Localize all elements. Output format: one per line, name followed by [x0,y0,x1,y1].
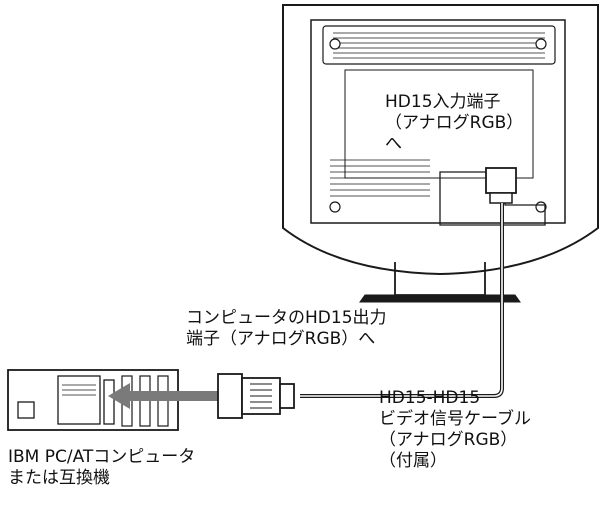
monitor-input-plug [489,192,513,204]
monitor-input-label-line: （アナログRGB） [385,113,524,133]
vent-slots-mid [330,159,430,197]
computer-output-label: コンピュータのHD15出力 端子（アナログRGB）へ [186,308,387,350]
computer-label: IBM PC/ATコンピュータ または互換機 [8,447,195,489]
monitor-input-label-line: へ [385,134,402,154]
cable-label: HD15-HD15 ビデオ信号ケーブル （アナログRGB） （付属） [379,388,531,472]
screw-hole-tl [329,38,341,50]
monitor-input-label-line: HD15入力端子 [385,92,501,112]
insert-arrow [108,383,218,409]
cable-label-line: （アナログRGB） [379,430,518,450]
monitor-top-vent [322,25,556,65]
computer-unit [7,369,179,431]
video-cable-inner [300,203,503,397]
monitor-outer-frame [282,4,599,276]
computer-label-line: または互換機 [8,468,110,488]
vent-slots-top [333,32,545,59]
cable-connector [217,373,295,419]
cable-label-line: HD15-HD15 [379,388,481,408]
screw-hole-tr [535,38,547,50]
computer-label-line: IBM PC/ATコンピュータ [8,447,196,467]
monitor-back-panel [310,19,566,224]
monitor-center-plate [344,69,534,179]
monitor-rear [282,4,599,303]
cable-label-line: （付属） [379,451,447,471]
monitor-input-port [485,167,517,194]
computer-vga-port [103,379,115,425]
monitor-input-label: HD15入力端子 （アナログRGB） へ [385,92,523,155]
computer-output-label-line: 端子（アナログRGB）へ [186,329,376,349]
stand-neck [394,262,486,296]
screw-hole-br [535,201,547,213]
stand-base [359,294,521,303]
computer-power-socket [17,401,35,419]
computer-output-label-line: コンピュータのHD15出力 [186,308,387,328]
cable-label-line: ビデオ信号ケーブル [379,409,531,429]
screw-hole-bl [329,201,341,213]
computer-port-block [57,375,101,425]
